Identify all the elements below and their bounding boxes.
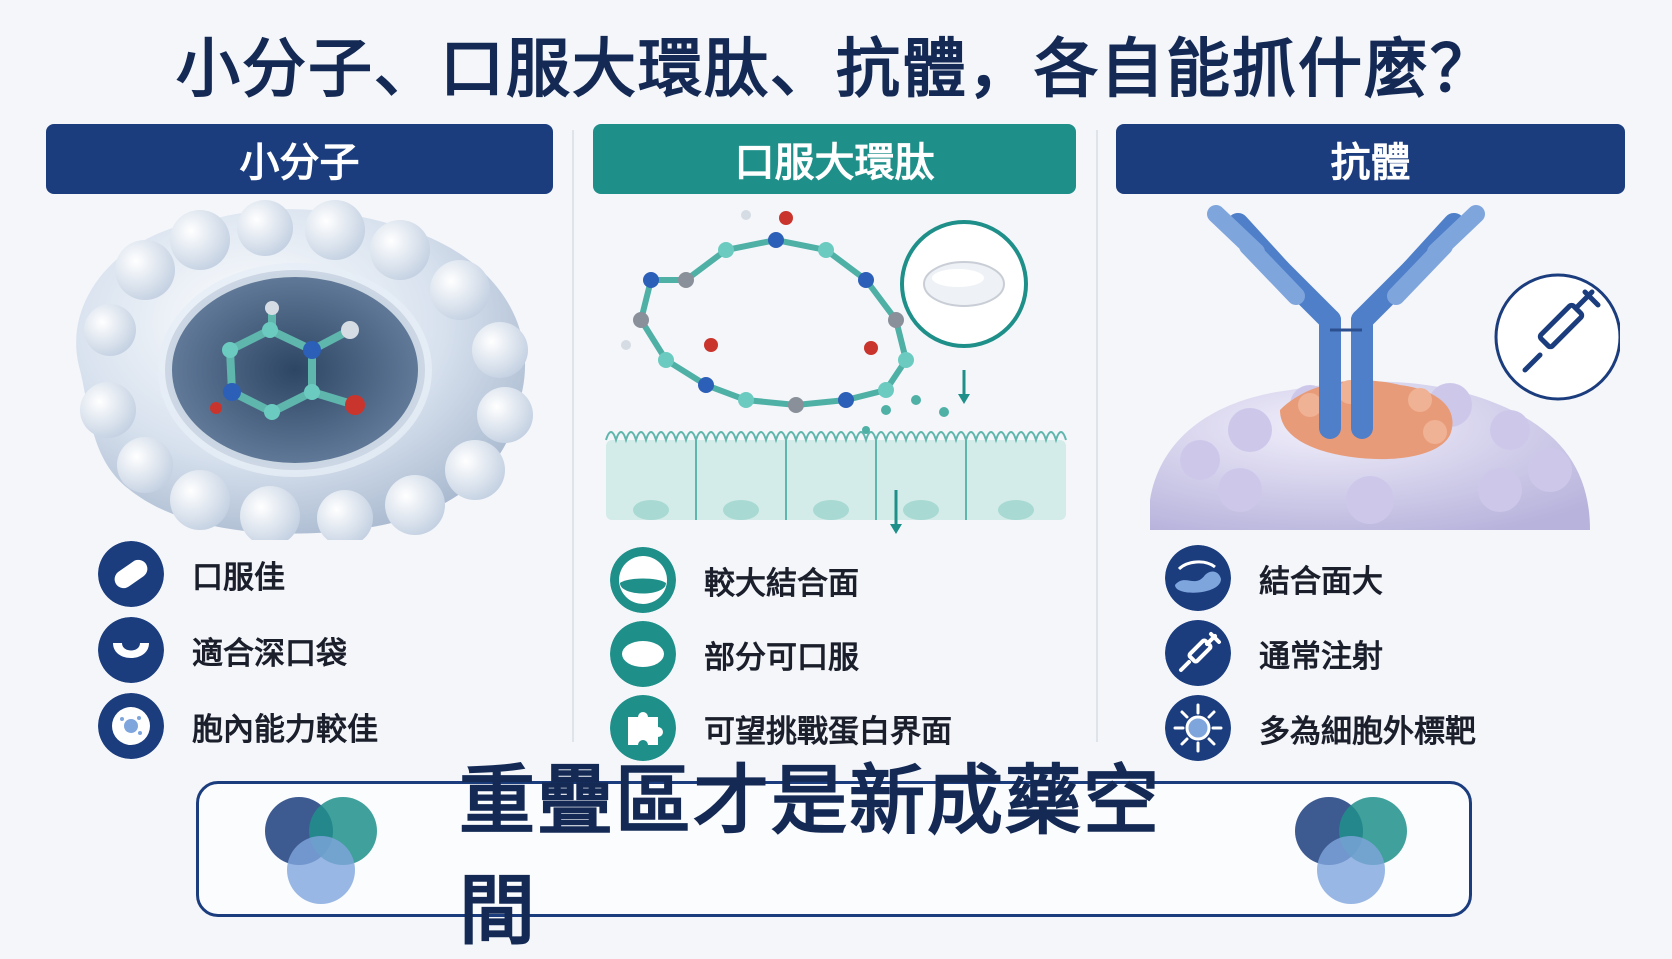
feature-label: 結合面大 (1259, 563, 1383, 600)
binding-surface-icon (610, 547, 676, 613)
feature-injection: 通常注射 (1165, 620, 1383, 686)
feature-oral-good: 口服佳 (98, 541, 285, 607)
page-title: 小分子、口服大環肽、抗體，各自能抓什麼？ (176, 33, 1496, 107)
feature-large-binding-surface: 結合面大 (1165, 545, 1383, 611)
feature-label: 適合深口袋 (192, 635, 347, 672)
large-surface-icon (1165, 545, 1231, 611)
feature-label: 口服佳 (192, 559, 285, 596)
extracellular-target-icon (1165, 695, 1231, 761)
feature-label: 胞內能力較佳 (192, 711, 378, 748)
feature-label: 較大結合面 (704, 565, 859, 602)
feature-label: 多為細胞外標靶 (1259, 713, 1476, 750)
puzzle-icon (610, 695, 676, 761)
footer-label: 重疊區才是新成藥空間 (459, 756, 1161, 955)
syringe-icon (1165, 620, 1231, 686)
footer-banner: 重疊區才是新成藥空間 (196, 756, 1472, 955)
pill-icon (98, 541, 164, 607)
venn-diagram-icon (1295, 797, 1407, 904)
column-header-small-molecule: 小分子 (46, 124, 553, 194)
feature-larger-binding-surface: 較大結合面 (610, 547, 859, 613)
feature-intracellular: 胞內能力較佳 (98, 693, 378, 759)
tablet-icon (610, 621, 676, 687)
feature-label: 通常注射 (1259, 638, 1383, 675)
feature-protein-interface: 可望挑戰蛋白界面 (610, 695, 952, 761)
antibody-illustration (1150, 205, 1620, 530)
protein-pocket-illustration (76, 200, 533, 540)
macrocyclic-peptide-illustration (605, 210, 1067, 534)
feature-label: 可望挑戰蛋白界面 (704, 713, 952, 750)
column-header-macrocyclic-peptide: 口服大環肽 (593, 124, 1076, 194)
column-divider (1096, 130, 1098, 742)
deep-pocket-icon (98, 617, 164, 683)
venn-diagram-icon (265, 797, 377, 904)
cell-icon (98, 693, 164, 759)
feature-label: 部分可口服 (704, 639, 859, 676)
column-header-antibody: 抗體 (1116, 124, 1625, 194)
feature-deep-pocket: 適合深口袋 (98, 617, 347, 683)
feature-partially-oral: 部分可口服 (610, 621, 859, 687)
feature-extracellular-target: 多為細胞外標靶 (1165, 695, 1476, 761)
column-divider (572, 130, 574, 742)
